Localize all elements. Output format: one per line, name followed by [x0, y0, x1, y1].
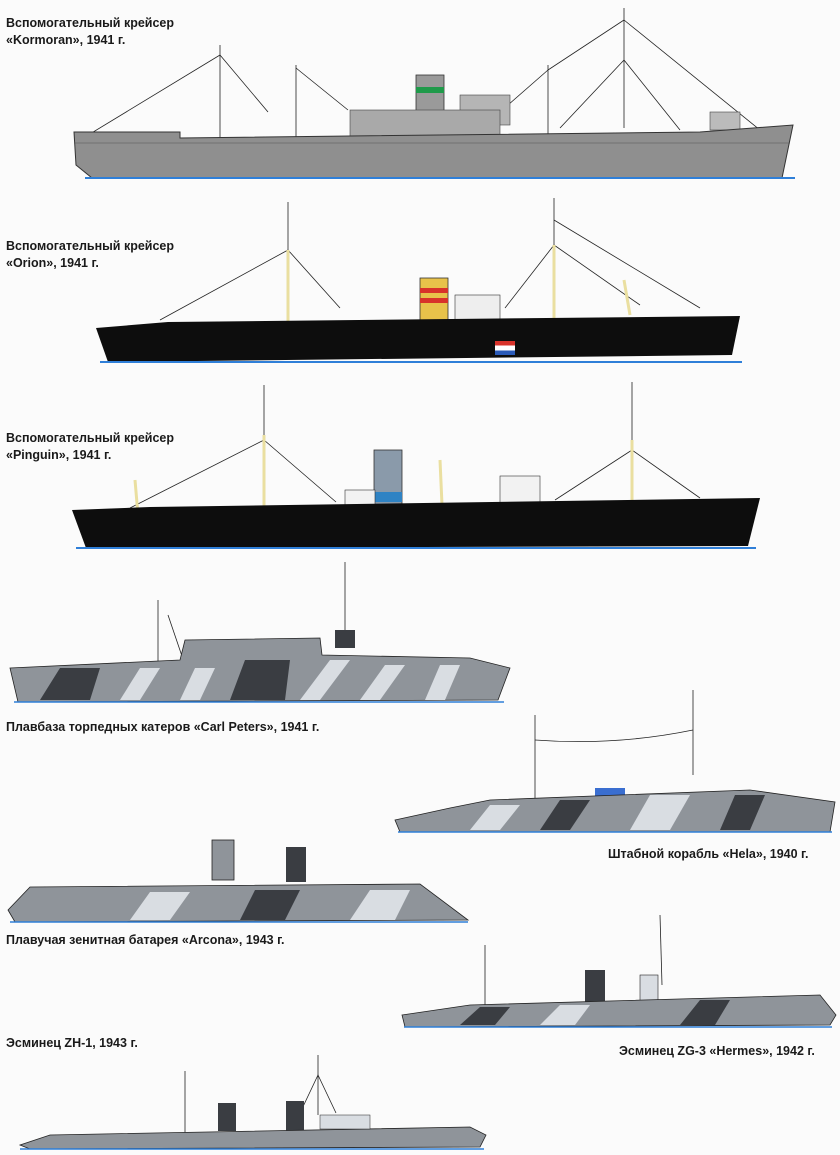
ship-kormoran-drawing — [0, 0, 840, 190]
caption-arcona: Плавучая зенитная батарея «Arcona», 1943… — [6, 933, 285, 947]
caption-hela: Штабной корабль «Hela», 1940 г. — [608, 847, 809, 861]
caption-pinguin-line1: Вспомогательный крейсер — [6, 431, 175, 445]
ship-carl-peters-drawing — [0, 560, 520, 710]
ship-arcona-drawing — [0, 832, 480, 927]
ship-pinguin-drawing — [0, 380, 840, 555]
caption-zg3: Эсминец ZG-3 «Hermes», 1942 г. — [619, 1044, 815, 1058]
ship-zh1-drawing — [0, 1055, 500, 1155]
ship-hela-drawing — [390, 690, 840, 840]
ship-zg3-drawing — [400, 914, 840, 1035]
ship-orion-drawing — [0, 190, 840, 380]
kormoran-funnel-band — [416, 87, 444, 93]
caption-orion-line1: Вспомогательный крейсер — [6, 239, 175, 253]
caption-orion-line2: «Orion», 1941 г. — [6, 256, 99, 270]
caption-kormoran: Вспомогательный крейсер «Kormoran», 1941… — [6, 15, 174, 49]
caption-pinguin-line2: «Pinguin», 1941 г. — [6, 448, 112, 462]
caption-kormoran-line1: Вспомогательный крейсер — [6, 16, 175, 30]
caption-kormoran-line2: «Kormoran», 1941 г. — [6, 33, 126, 47]
caption-carl-peters: Плавбаза торпедных катеров «Carl Peters»… — [6, 720, 320, 734]
caption-pinguin: Вспомогательный крейсер «Pinguin», 1941 … — [6, 430, 174, 464]
caption-orion: Вспомогательный крейсер «Orion», 1941 г. — [6, 238, 174, 272]
caption-zh1: Эсминец ZH-1, 1943 г. — [6, 1036, 138, 1050]
